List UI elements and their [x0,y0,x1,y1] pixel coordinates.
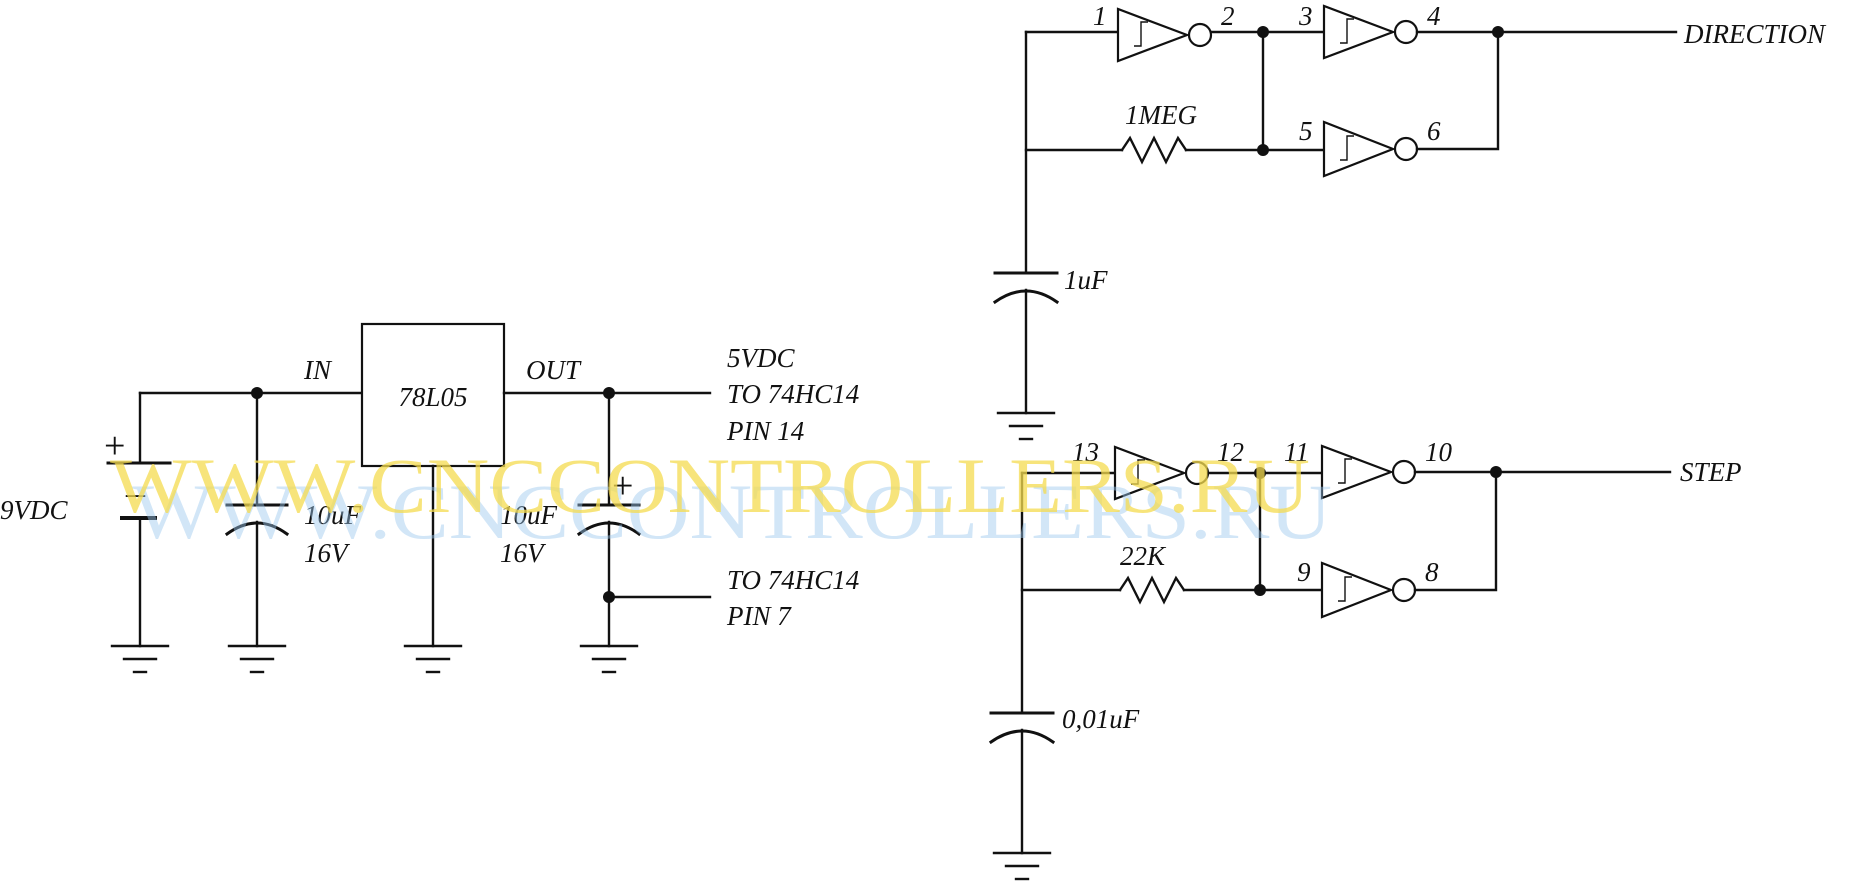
step-cap-label: 0,01uF [1062,704,1140,734]
inverter-gate-9-8 [1320,561,1417,619]
step-resistor [1118,575,1186,605]
battery-plus-sign: + [104,425,125,467]
dir-pin-1: 1 [1093,1,1107,31]
watermark: WWW.CNCCONTROLLERS.RU WWW.CNCCONTROLLERS… [110,442,1332,555]
cap-in-voltage: 16V [304,538,351,568]
regulator-label: 78L05 [398,382,467,412]
dir-pin-6: 6 [1427,116,1441,146]
ground-symbol-dir [996,411,1056,441]
out-label-line1: 5VDC [727,343,795,373]
step-section: 22K 0,01uF [988,437,1742,881]
dir-wire-6 [1415,30,1500,151]
gnd-label-line1: TO 74HC14 [727,565,859,595]
dir-pin-2: 2 [1221,1,1235,31]
dir-cap-label: 1uF [1064,265,1108,295]
dir-resistor-label: 1MEG [1125,100,1197,130]
direction-section: 1MEG 1uF [992,1,1827,441]
inverter-gate-3-4 [1322,4,1419,60]
step-pin-11: 11 [1284,437,1309,467]
power-supply-section: + – 9VDC 10uF 16V 78L05 IN OUT + 10uF 16… [0,322,859,674]
regulator-78l05 [360,322,506,468]
watermark-text: WWW.CNCCONTROLLERS.RU [110,442,1310,529]
step-pin-9: 9 [1297,557,1311,587]
out-label-line3: PIN 14 [726,416,804,446]
cap-out-value: 10uF [500,500,558,530]
battery-label: 9VDC [0,495,68,525]
step-pin-8: 8 [1425,557,1439,587]
regulator-pin-in: IN [303,355,333,385]
ground-symbol-step [992,851,1052,881]
ground-symbol-cap-in [227,644,287,674]
step-output-label: STEP [1680,457,1742,487]
watermark-text-shadow: WWW.CNCCONTROLLERS.RU [132,468,1332,555]
inverter-gate-11-10 [1320,444,1417,500]
out-label-line2: TO 74HC14 [727,379,859,409]
dir-resistor [1120,135,1188,165]
gnd-label-line2: PIN 7 [726,601,792,631]
inverter-gate-1-2 [1116,7,1213,63]
ground-symbol-regulator [403,644,463,674]
ground-symbol-battery [110,644,170,674]
ground-symbol-cap-out [579,644,639,674]
regulator-pin-out: OUT [526,355,582,385]
dir-output-label: DIRECTION [1683,19,1827,49]
cap-out-plus-sign: + [612,465,633,507]
step-pin-10: 10 [1425,437,1453,467]
cap-out-voltage: 16V [500,538,547,568]
cap-in-value: 10uF [304,500,362,530]
step-pin-13: 13 [1072,437,1099,467]
step-pin-12: 12 [1217,437,1244,467]
step-wire-8 [1413,470,1498,592]
dir-pin-4: 4 [1427,1,1441,31]
step-resistor-label: 22K [1120,541,1167,571]
dir-pin-5: 5 [1299,116,1313,146]
battery-9vdc [106,461,172,520]
dir-pin-3: 3 [1298,1,1313,31]
inverter-gate-5-6 [1322,120,1419,178]
battery-minus-sign: – [125,472,146,514]
